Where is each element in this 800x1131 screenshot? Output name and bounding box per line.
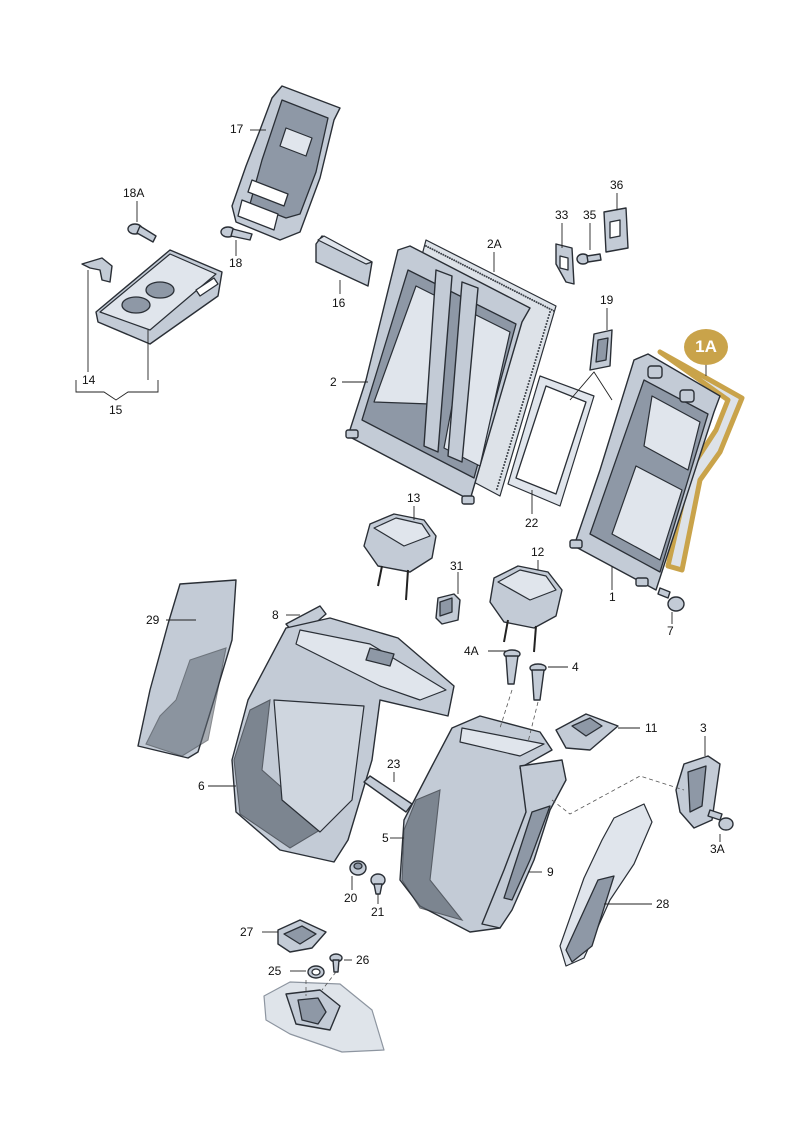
label-15: 15 [109,403,123,417]
label-2a: 2A [487,237,502,251]
part-9-bolster [481,759,567,929]
label-26: 26 [356,953,370,967]
part-36-release-handle [603,207,629,253]
label-25: 25 [268,964,282,978]
highlight-badge-1a: 1A [684,329,728,365]
part-18-screw [220,226,253,241]
label-28: 28 [656,897,670,911]
label-5: 5 [382,831,389,845]
label-21: 21 [371,905,385,919]
part-31-clip [435,593,461,625]
label-11: 11 [645,721,658,735]
label-35: 35 [583,208,597,222]
label-4: 4 [572,660,579,674]
part-21-screw [370,873,386,895]
part-4-guide [529,663,547,701]
part-25-clip [307,965,325,979]
part-33-bracket [555,243,575,285]
label-23: 23 [387,757,401,771]
part-13-headrest [363,513,437,601]
part-4a-guide [503,649,521,685]
part-16-trim-strip [315,235,373,287]
label-16: 16 [332,296,346,310]
part-26-bolt [329,953,343,973]
label-4a: 4A [464,644,479,658]
label-29: 29 [146,613,160,627]
part-23-strip [363,775,413,813]
part-15-cupholder-cover [95,249,223,345]
label-36: 36 [610,178,624,192]
label-18a: 18A [123,186,145,200]
label-12: 12 [531,545,545,559]
label-33: 33 [555,208,569,222]
label-2: 2 [330,375,337,389]
part-28-side-trim [559,803,653,967]
label-13: 13 [407,491,421,505]
part-3-latch [675,755,721,829]
label-9: 9 [547,865,554,879]
part-11-trim-plate [555,713,619,751]
part-27-bracket [277,919,327,953]
part-35-screw [576,253,602,265]
mounting-base [263,981,385,1053]
label-22: 22 [525,516,539,530]
part-3a-screw [707,809,734,831]
label-3a: 3A [710,842,725,856]
part-29-side-bolster [137,579,237,759]
part-1-backrest-frame [569,353,721,591]
label-1: 1 [609,590,616,604]
part-17-armrest-frame [231,85,341,241]
part-7-screw [657,587,685,612]
label-17: 17 [230,122,244,136]
label-19: 19 [600,293,614,307]
label-20: 20 [344,891,358,905]
label-27: 27 [240,925,254,939]
part-19-button [589,329,613,371]
part-6-backrest-cover [231,617,455,863]
label-18: 18 [229,256,243,270]
label-14: 14 [82,373,96,387]
part-20-nut [349,860,367,876]
label-3: 3 [700,721,707,735]
part-18a-screw [127,223,157,243]
label-8: 8 [272,608,279,622]
label-31: 31 [450,559,464,573]
part-2-backrest-frame [345,245,531,505]
leader-lines [75,129,721,996]
part-12-headrest [489,565,563,653]
label-7: 7 [667,624,674,638]
label-6: 6 [198,779,205,793]
part-14-clip [81,257,113,283]
